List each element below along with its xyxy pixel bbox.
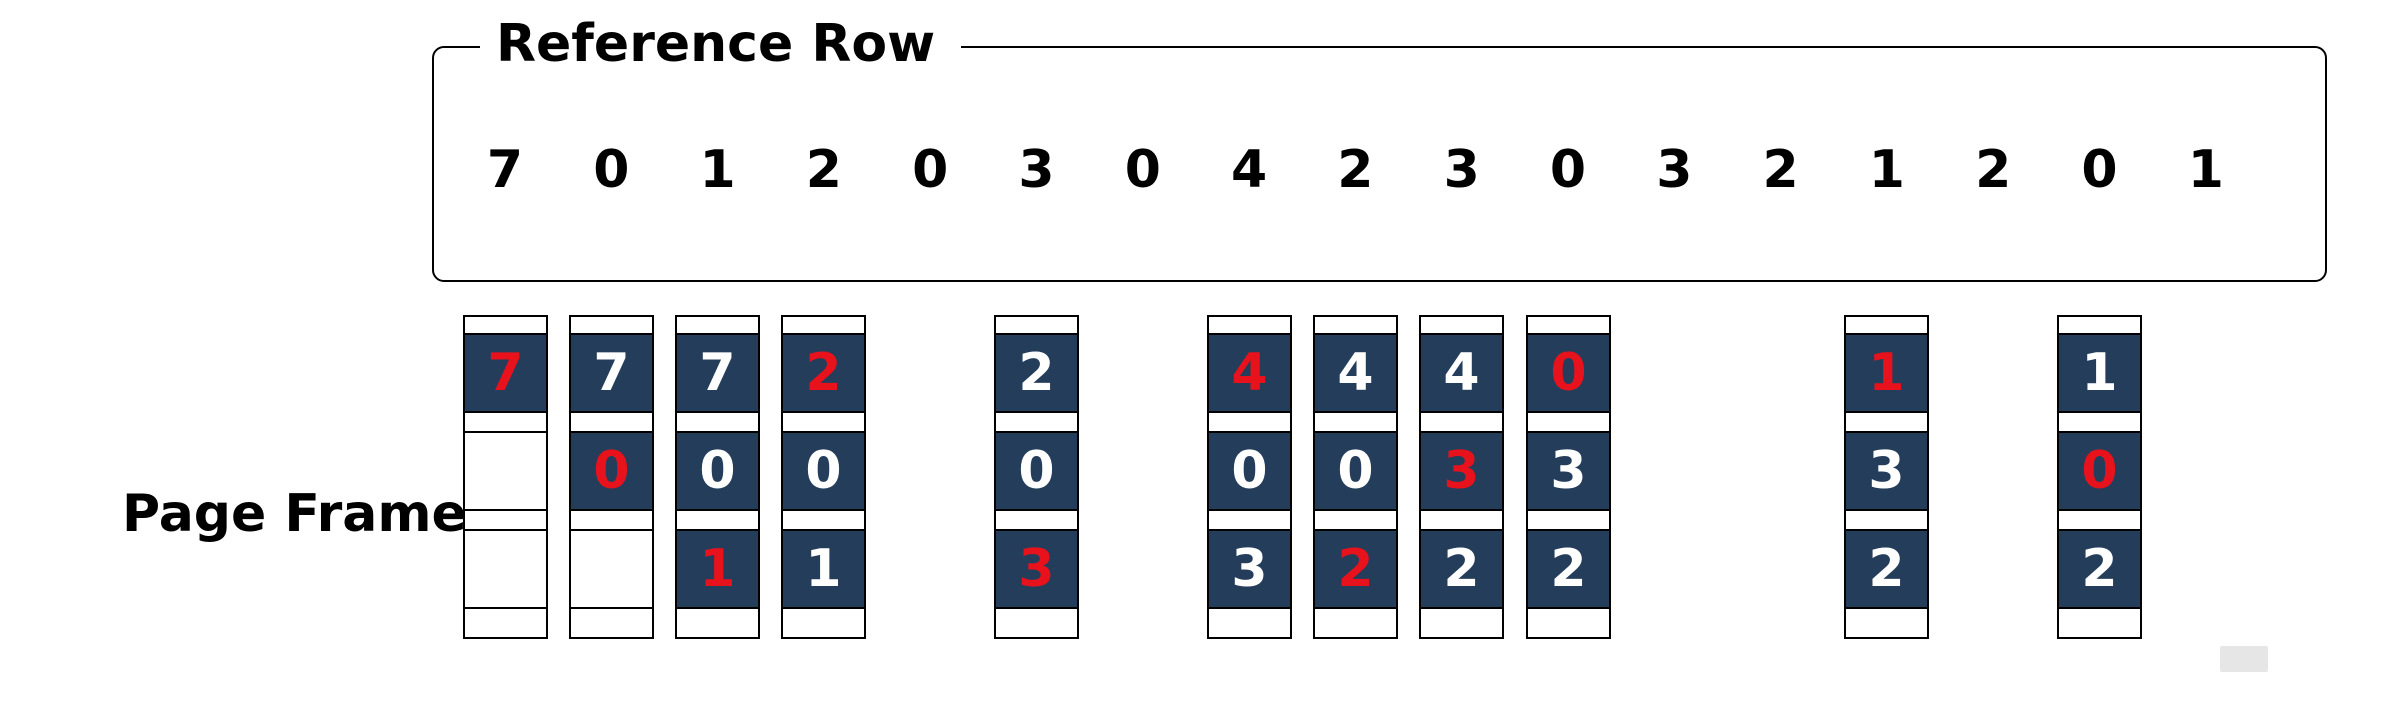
reference-item: 4 — [1231, 140, 1268, 200]
frame-slot: 7 — [677, 333, 758, 413]
frame-slot: 1 — [2059, 333, 2140, 413]
frame-slot: 2 — [783, 333, 864, 413]
frame-slot: 0 — [783, 431, 864, 511]
reference-row-title: Reference Row — [480, 12, 962, 76]
reference-item: 3 — [1656, 140, 1693, 200]
frame-slot: 2 — [1846, 529, 1927, 609]
frame-slot: 2 — [1528, 529, 1609, 609]
reference-item: 0 — [1124, 140, 1161, 200]
frame-slot: 0 — [677, 431, 758, 511]
frame-column: 2 0 3 — [994, 315, 1079, 639]
reference-item: 0 — [912, 140, 949, 200]
frame-slot: 4 — [1421, 333, 1502, 413]
reference-item: 2 — [1975, 140, 2012, 200]
frame-slot — [465, 529, 546, 609]
watermark-blur — [2220, 646, 2268, 672]
frame-column: 7 0 1 — [675, 315, 760, 639]
frame-column: 0 3 2 — [1526, 315, 1611, 639]
frame-slot: 0 — [996, 431, 1077, 511]
reference-item: 2 — [1762, 140, 1799, 200]
reference-sequence: 7 0 1 2 0 3 0 4 2 3 0 3 2 1 2 0 1 — [487, 140, 2293, 200]
frame-slot: 0 — [571, 431, 652, 511]
frame-slot: 2 — [2059, 529, 2140, 609]
reference-item: 3 — [1443, 140, 1480, 200]
reference-item: 1 — [1868, 140, 1905, 200]
frame-slot: 3 — [1421, 431, 1502, 511]
reference-item: 3 — [1018, 140, 1055, 200]
frame-column: 1 0 2 — [2057, 315, 2142, 639]
reference-item: 0 — [1549, 140, 1587, 200]
reference-item: 0 — [593, 140, 630, 200]
frame-slot: 3 — [1209, 529, 1290, 609]
frame-slot: 3 — [1528, 431, 1609, 511]
reference-item: 7 — [486, 140, 524, 200]
frame-column: 4 3 2 — [1419, 315, 1504, 639]
reference-row-box — [432, 46, 2327, 282]
frame-slot: 4 — [1209, 333, 1290, 413]
reference-item: 1 — [699, 140, 736, 200]
frame-slot: 7 — [571, 333, 652, 413]
frame-slot: 1 — [677, 529, 758, 609]
frame-column: 4 0 2 — [1313, 315, 1398, 639]
frame-slot: 4 — [1315, 333, 1396, 413]
frame-slot: 2 — [1421, 529, 1502, 609]
frame-slot: 3 — [1846, 431, 1927, 511]
frame-slot: 0 — [2059, 431, 2140, 511]
frame-slot: 7 — [465, 333, 546, 413]
reference-item: 0 — [2081, 140, 2118, 200]
frame-slot: 0 — [1209, 431, 1290, 511]
frame-column: 2 0 1 — [781, 315, 866, 639]
reference-item: 2 — [805, 140, 842, 200]
reference-item: 2 — [1337, 140, 1374, 200]
frame-slot: 0 — [1528, 333, 1609, 413]
frame-slot: 3 — [996, 529, 1077, 609]
frame-slot — [571, 529, 652, 609]
frame-slot: 0 — [1315, 431, 1396, 511]
frame-column: 4 0 3 — [1207, 315, 1292, 639]
frame-slot: 2 — [996, 333, 1077, 413]
page-frame-label: Page Frame: — [122, 484, 488, 544]
frame-column: 1 3 2 — [1844, 315, 1929, 639]
frame-slot — [465, 431, 546, 511]
frame-slot: 1 — [1846, 333, 1927, 413]
frame-column: 7 — [463, 315, 548, 639]
frame-slot: 1 — [783, 529, 864, 609]
reference-item: 1 — [2187, 140, 2224, 200]
frame-slot: 2 — [1315, 529, 1396, 609]
